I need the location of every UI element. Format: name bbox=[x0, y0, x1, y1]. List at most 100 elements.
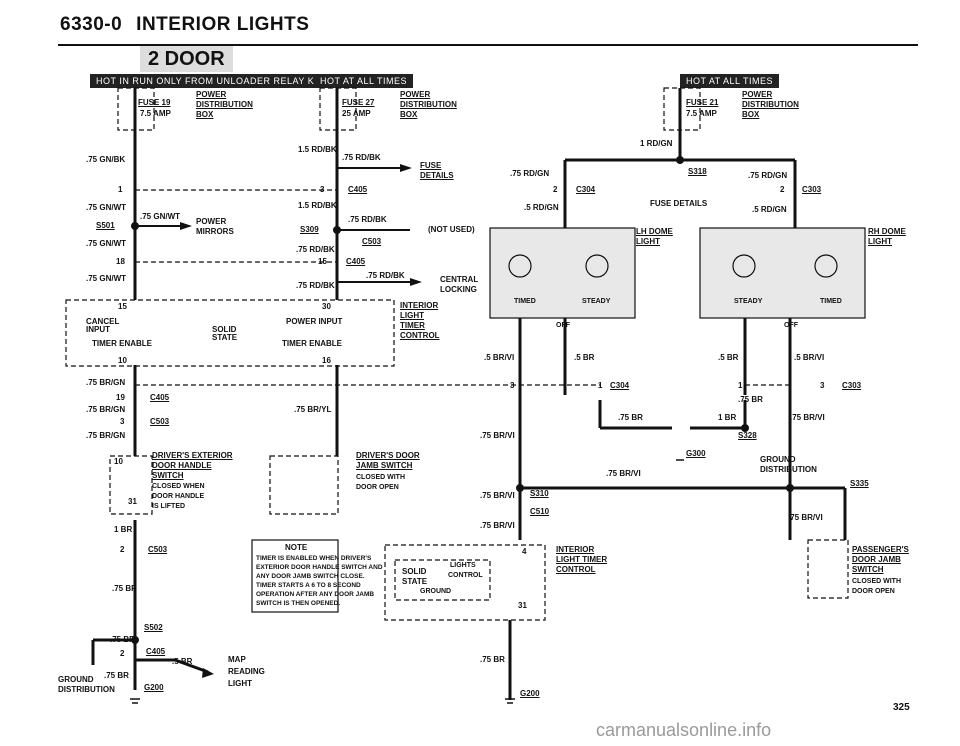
wire-gn-wt-2: .75 GN/WT bbox=[140, 212, 181, 221]
s502: S502 bbox=[144, 623, 163, 632]
deh-4: CLOSED WHEN bbox=[152, 483, 205, 490]
not-used: (NOT USED) bbox=[428, 225, 475, 234]
rh-timed: TIMED bbox=[820, 298, 842, 305]
lt-solid: SOLID bbox=[402, 567, 427, 576]
pdb2-l1: POWER bbox=[400, 90, 431, 99]
deh-3: SWITCH bbox=[152, 471, 184, 480]
fuse-details-2: DETAILS bbox=[420, 171, 454, 180]
power-mirrors-2: MIRRORS bbox=[196, 227, 234, 236]
wire-rd-gn-r: .75 RD/GN bbox=[748, 171, 788, 180]
pdb3-l3: BOX bbox=[742, 110, 760, 119]
wire-rd-bk-15b: 1.5 RD/BK bbox=[298, 201, 337, 210]
banner-left: HOT IN RUN ONLY FROM UNLOADER RELAY K7 bbox=[90, 74, 326, 88]
pdb3-l1: POWER bbox=[742, 90, 773, 99]
pin-2-c303: 2 bbox=[780, 185, 785, 194]
ilt-2: LIGHT bbox=[400, 311, 424, 320]
central-locking-2: LOCKING bbox=[440, 285, 477, 294]
wire-br-vi-l1: .75 BR/VI bbox=[480, 431, 515, 440]
wire-br-bottom: .75 BR bbox=[480, 655, 505, 664]
lt-2: LIGHT TIMER bbox=[556, 555, 608, 564]
wire-rd-gn-l: .75 RD/GN bbox=[510, 169, 550, 178]
wire-br-vi5-l: .5 BR/VI bbox=[484, 353, 515, 362]
pin-3-c503: 3 bbox=[120, 417, 125, 426]
c503-1: C503 bbox=[362, 237, 382, 246]
rh-dome-2: LIGHT bbox=[868, 237, 892, 246]
s328: S328 bbox=[738, 431, 757, 440]
ilt-4: CONTROL bbox=[400, 331, 440, 340]
pin-3-r: 3 bbox=[510, 381, 515, 390]
djs-4: DOOR OPEN bbox=[356, 484, 399, 491]
lt-3: CONTROL bbox=[556, 565, 596, 574]
pin-19: 19 bbox=[116, 393, 125, 402]
pdb1-l1: POWER bbox=[196, 90, 227, 99]
pin-18: 18 bbox=[116, 257, 125, 266]
lt-state: STATE bbox=[402, 577, 428, 586]
ground-label: GROUND bbox=[58, 675, 94, 684]
wire-rd-gn-1: 1 RD/GN bbox=[640, 139, 673, 148]
g200-2: G200 bbox=[520, 689, 540, 698]
c304-1: C304 bbox=[576, 185, 596, 194]
fuse-19-amp: 7.5 AMP bbox=[140, 109, 171, 118]
s310: S310 bbox=[530, 489, 549, 498]
pdb2-l3: BOX bbox=[400, 110, 418, 119]
pdb2-l2: DISTRIBUTION bbox=[400, 100, 457, 109]
pin-2-c304: 2 bbox=[553, 185, 558, 194]
wire-br-gn-3: .75 BR/GN bbox=[86, 431, 126, 440]
timer-enable-2: TIMER ENABLE bbox=[282, 339, 342, 348]
deh-2: DOOR HANDLE bbox=[152, 461, 212, 470]
wire-rd-bk-d: .75 RD/BK bbox=[296, 281, 335, 290]
wire-gn-bk: .75 GN/BK bbox=[86, 155, 126, 164]
distribution-label: DISTRIBUTION bbox=[58, 685, 115, 694]
power-mirrors-1: POWER bbox=[196, 217, 227, 226]
wire-br-vi5-r: .5 BR/VI bbox=[794, 353, 825, 362]
gd-2: DISTRIBUTION bbox=[760, 465, 817, 474]
wire-br-r: .75 BR bbox=[738, 395, 763, 404]
djs-1: DRIVER'S DOOR bbox=[356, 451, 420, 460]
map-2: READING bbox=[228, 667, 265, 676]
pdb3-l2: DISTRIBUTION bbox=[742, 100, 799, 109]
wire-br-vi-l3: .75 BR/VI bbox=[480, 521, 515, 530]
gd-1: GROUND bbox=[760, 455, 796, 464]
timer-enable-1: TIMER ENABLE bbox=[92, 339, 152, 348]
deh-6: IS LIFTED bbox=[152, 503, 186, 510]
pdb1-l3: BOX bbox=[196, 110, 214, 119]
c405-1: C405 bbox=[348, 185, 368, 194]
ilt-3: TIMER bbox=[400, 321, 425, 330]
wire-br-yl: .75 BR/YL bbox=[294, 405, 332, 414]
note-line-4: TIMER STARTS A 6 TO 8 SECOND bbox=[256, 582, 361, 589]
pin-31: 31 bbox=[128, 497, 137, 506]
c303-1: C303 bbox=[802, 185, 822, 194]
map-1: MAP bbox=[228, 655, 246, 664]
c405-3: C405 bbox=[150, 393, 170, 402]
s501: S501 bbox=[96, 221, 115, 230]
deh-5: DOOR HANDLE bbox=[152, 493, 205, 500]
cancel-input: CANCEL INPUT bbox=[86, 317, 120, 334]
pin-2-c405: 2 bbox=[120, 649, 125, 658]
wire-rd-bk-15: 1.5 RD/BK bbox=[298, 145, 337, 154]
wire-gn-wt-3: .75 GN/WT bbox=[86, 239, 127, 248]
wire-br-3: .75 BR bbox=[110, 635, 135, 644]
central-locking-1: CENTRAL bbox=[440, 275, 479, 284]
wire-rd-bk-a: .75 RD/BK bbox=[348, 215, 387, 224]
wire-gn-wt-1: .75 GN/WT bbox=[86, 203, 127, 212]
wire-rd-gn-5r: .5 RD/GN bbox=[752, 205, 787, 214]
pin-1-r: 1 bbox=[598, 381, 603, 390]
c303-2: C303 bbox=[842, 381, 862, 390]
djs-2: JAMB SWITCH bbox=[356, 461, 413, 470]
fuse-27-amp: 25 AMP bbox=[342, 109, 371, 118]
wire-br-2: .75 BR bbox=[112, 584, 137, 593]
c304-2: C304 bbox=[610, 381, 630, 390]
pj-2: DOOR JAMB bbox=[852, 555, 901, 564]
wire-br-vi-r: .75 BR/VI bbox=[790, 413, 825, 422]
g200-1: G200 bbox=[144, 683, 164, 692]
pin-1: 1 bbox=[118, 185, 123, 194]
wire-rd-bk-75: .75 RD/BK bbox=[342, 153, 381, 162]
pj-3: SWITCH bbox=[852, 565, 884, 574]
fuse-details-r: FUSE DETAILS bbox=[650, 199, 708, 208]
pin-4: 4 bbox=[522, 547, 527, 556]
page-number: 325 bbox=[893, 702, 910, 713]
pin-16: 16 bbox=[322, 356, 331, 365]
wire-br5-r: .5 BR bbox=[718, 353, 739, 362]
